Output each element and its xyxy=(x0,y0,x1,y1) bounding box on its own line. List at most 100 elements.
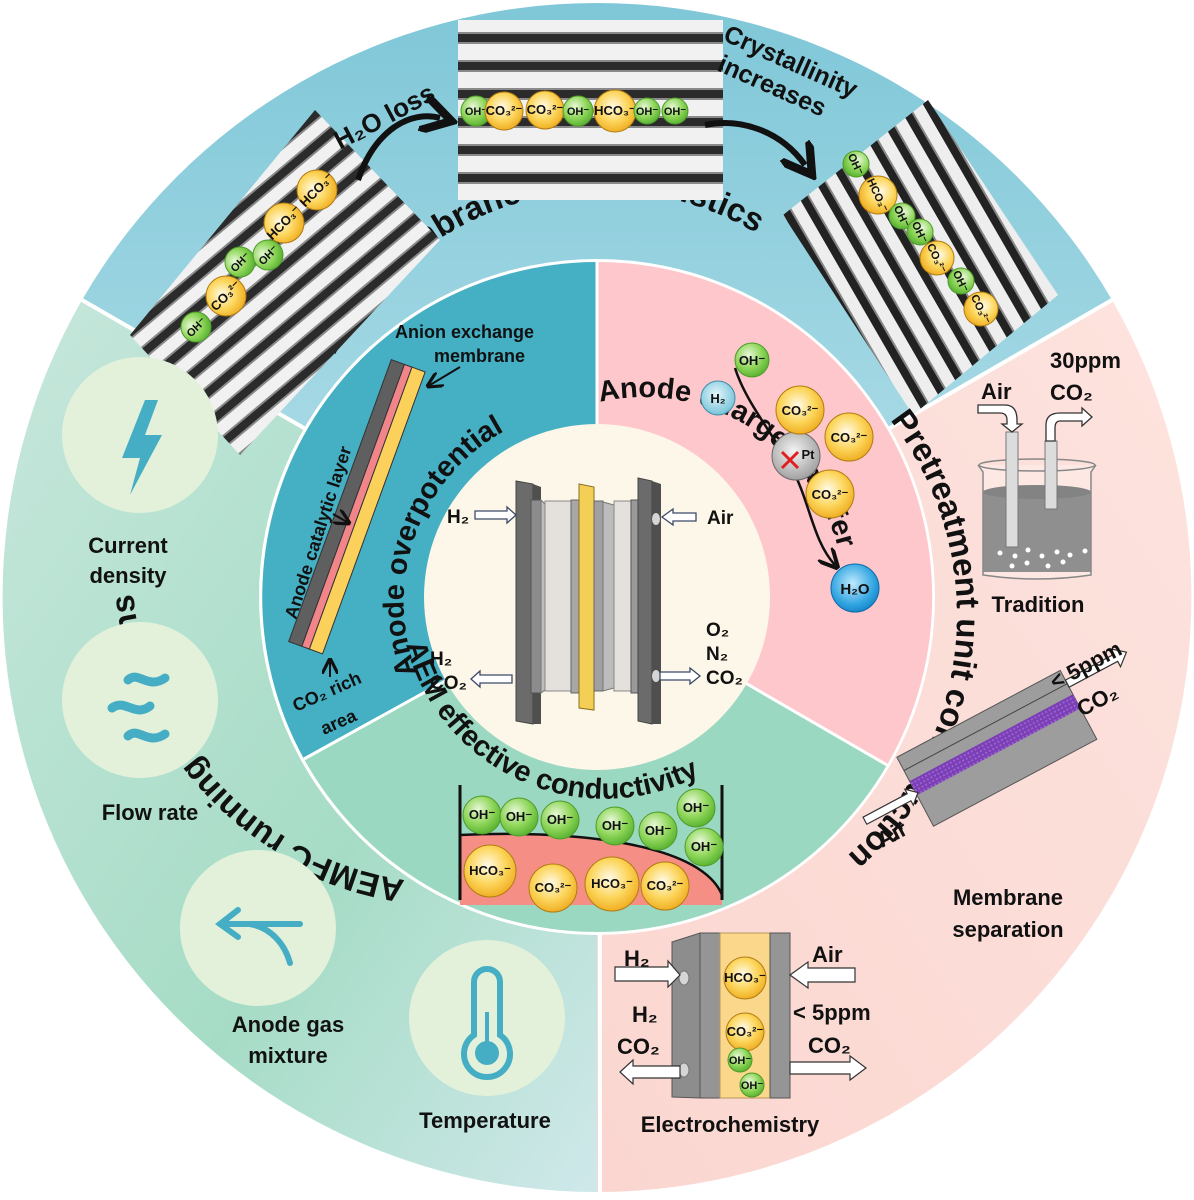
condition-current-density: Current density xyxy=(62,357,218,588)
cathode-outlet-arrow xyxy=(659,666,702,686)
ion-hydroxide: OH⁻ xyxy=(252,239,284,271)
svg-text:OH⁻: OH⁻ xyxy=(739,353,766,368)
ion-hydroxide: OH⁻ xyxy=(727,1047,753,1073)
condition-flow-rate: Flow rate xyxy=(62,622,218,825)
anode-end-plate xyxy=(515,480,534,725)
svg-text:CO₃²⁻: CO₃²⁻ xyxy=(782,403,819,418)
lightning-icon xyxy=(122,400,162,495)
h2-co2-out-arrow xyxy=(619,1058,681,1086)
electrochemistry-cell: HCO₃⁻CO₃²⁻OH⁻OH⁻ H₂ H₂ CO₂ Air < 5ppm CO… xyxy=(614,932,871,1137)
ion-carbonate: HCO₃⁻ xyxy=(263,202,305,244)
condition-temperature: Temperature xyxy=(409,940,565,1133)
carbonate-ion-group: HCO₃⁻CO₃²⁻HCO₃⁻CO₃²⁻ xyxy=(463,844,690,913)
membrane-label-1: Anion exchange xyxy=(395,322,534,342)
svg-text:Tradition: Tradition xyxy=(992,592,1085,617)
svg-text:Current: Current xyxy=(88,533,168,558)
svg-text:Anode gas: Anode gas xyxy=(232,1012,344,1037)
h2-in-arrow xyxy=(614,959,681,989)
cathode-outlet-label-1: O₂ xyxy=(706,620,729,641)
h2-inlet-arrow xyxy=(474,505,517,525)
ion-hydroxide: OH⁻ xyxy=(499,797,539,837)
ion-carbonate: HCO₃⁻ xyxy=(296,169,338,211)
h2-inlet-label: H₂ xyxy=(447,507,469,528)
cathode-outlet-label-2: N₂ xyxy=(706,644,728,665)
ion-hydroxide: OH⁻ xyxy=(462,795,502,835)
svg-text:H₂: H₂ xyxy=(632,1002,658,1027)
ion-co3 xyxy=(775,385,825,435)
ion-co3 xyxy=(805,469,855,519)
ion-h2o xyxy=(830,563,880,613)
svg-text:Flow rate: Flow rate xyxy=(102,800,199,825)
svg-text:H₂: H₂ xyxy=(710,391,725,406)
ion-carbonate: HCO₃⁻ xyxy=(584,856,640,912)
ion-carbonate: HCO₃⁻ xyxy=(593,89,637,133)
ion-hydroxide: OH⁻ xyxy=(224,246,256,278)
svg-text:mixture: mixture xyxy=(248,1043,327,1068)
svg-text:density: density xyxy=(89,563,167,588)
panel1-ions: OH⁻CO₃²⁻OH⁻OH⁻HCO₃⁻HCO₃⁻ xyxy=(180,169,338,343)
air-inlet-arrow xyxy=(660,507,697,527)
thermometer-icon xyxy=(461,966,513,1080)
ion-label: OH⁻ xyxy=(741,1080,764,1092)
ion-carbonate: CO₃²⁻ xyxy=(525,90,565,130)
ion-carbonate: CO₃²⁻ xyxy=(963,291,999,327)
svg-text:Air: Air xyxy=(812,942,843,967)
ion-hydroxide: OH⁻ xyxy=(638,811,678,851)
ion-label: CO₃²⁻ xyxy=(527,102,564,117)
ion-oh xyxy=(734,342,770,378)
ion-hydroxide: OH⁻ xyxy=(842,150,870,178)
ion-hydroxide: OH⁻ xyxy=(947,267,975,295)
membrane-label-2: membrane xyxy=(434,346,525,366)
anode-outlet-arrow xyxy=(470,669,513,689)
ion-hydroxide: OH⁻ xyxy=(180,311,212,343)
icon-background xyxy=(62,622,218,778)
svg-text:CO₂: CO₂ xyxy=(617,1034,660,1059)
ion-carbonate: CO₃²⁻ xyxy=(725,1012,765,1052)
ion-label: OH⁻ xyxy=(636,106,659,118)
ion-carbonate: CO₃²⁻ xyxy=(484,91,524,131)
ion-hydroxide: OH⁻ xyxy=(540,800,580,840)
membrane-air-in-arrow xyxy=(862,788,919,826)
co2-out-arrow xyxy=(1045,406,1093,442)
ion-label: HCO₃⁻ xyxy=(591,876,633,891)
ion-label: OH⁻ xyxy=(602,818,629,833)
svg-text:H₂O: H₂O xyxy=(840,581,869,598)
pt-label: Pt xyxy=(802,447,816,462)
co2-out-arrow xyxy=(789,1054,867,1082)
svg-text:CO₂: CO₂ xyxy=(808,1033,851,1058)
ion-carbonate: CO₃²⁻ xyxy=(919,240,955,276)
ion-hydroxide: OH⁻ xyxy=(676,788,716,828)
ion-label: OH⁻ xyxy=(469,807,496,822)
air-in-arrow xyxy=(788,960,856,990)
membrane-co2-out-arrow xyxy=(1064,648,1128,689)
cathode-end-plate xyxy=(637,477,653,725)
ion-carbonate: HCO₃⁻ xyxy=(858,175,898,215)
ion-label: OH⁻ xyxy=(645,823,672,838)
svg-text:CO₃²⁻: CO₃²⁻ xyxy=(812,487,849,502)
svg-text:Air: Air xyxy=(981,379,1012,404)
blocked-x-icon xyxy=(780,450,800,470)
crystallinity-arrow xyxy=(704,120,805,165)
ion-hydroxide: OH⁻ xyxy=(633,97,661,125)
ion-carbonate: CO₃²⁻ xyxy=(205,275,247,317)
cathode-outlet-label-3: CO₂ xyxy=(706,668,743,689)
ion-hydroxide: OH⁻ xyxy=(661,97,689,125)
flow-waves-icon xyxy=(107,672,170,743)
panel3-ions: OH⁻HCO₃⁻OH⁻OH⁻CO₃²⁻OH⁻CO₃²⁻ xyxy=(842,150,999,327)
svg-text:CO₂: CO₂ xyxy=(1050,380,1093,405)
ion-hydroxide: OH⁻ xyxy=(595,806,635,846)
h2o-loss-arrow xyxy=(355,116,440,181)
ion-hydroxide: OH⁻ xyxy=(906,218,934,246)
ion-co3 xyxy=(824,412,874,462)
condition-anode-gas-mixture: Anode gas mixture xyxy=(180,850,344,1068)
ion-label: OH⁻ xyxy=(506,809,533,824)
ion-label: OH⁻ xyxy=(729,1055,752,1067)
oh-ion-group: OH⁻ OH⁻ OH⁻ OH⁻ OH⁻ OH⁻ OH⁻ xyxy=(462,788,724,867)
ion-hydroxide: OH⁻ xyxy=(684,827,724,867)
ion-hydroxide: OH⁻ xyxy=(460,95,492,127)
membrane-panel-hydrated xyxy=(130,110,440,455)
ion-label: CO₃²⁻ xyxy=(486,103,523,118)
svg-text:30ppm: 30ppm xyxy=(1050,348,1121,373)
ion-label: OH⁻ xyxy=(691,839,718,854)
